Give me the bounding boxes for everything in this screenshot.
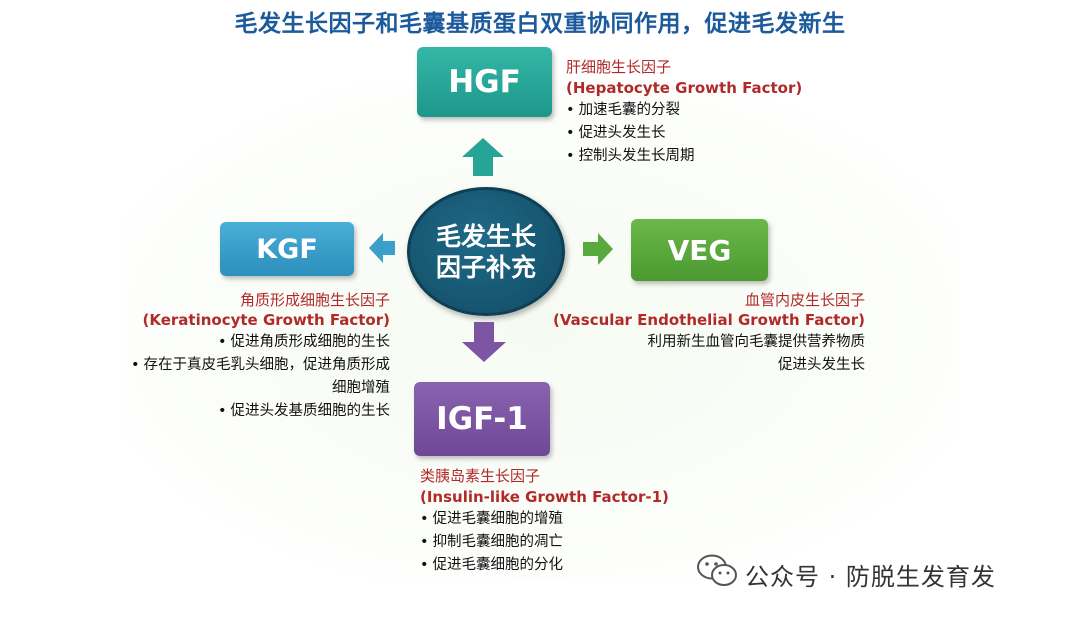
arrow-down-icon [462,322,506,362]
veg-name-en: (Vascular Endothelial Growth Factor) [553,311,865,329]
list-item: •促进毛囊细胞的增殖 [420,511,564,527]
hgf-name-en: (Hepatocyte Growth Factor) [566,79,803,97]
list-item: •促进毛囊细胞的分化 [420,557,564,573]
igf-name-en: (Insulin-like Growth Factor-1) [420,488,669,506]
center-line-1: 毛发生长 [435,221,536,251]
kgf-name-cn: 角质形成细胞生长因子 [239,291,390,309]
kgf-box: KGF [220,222,354,276]
wechat-icon [697,554,737,594]
list-item: •促进头发生长 [566,125,666,141]
watermark-text: 公众号 · 防脱生发育发 [745,562,996,591]
igf-bullet-list: •促进毛囊细胞的增殖 •抑制毛囊细胞的凋亡 •促进毛囊细胞的分化 [420,508,669,577]
list-item: •抑制毛囊细胞的凋亡 [420,534,564,550]
veg-name-cn: 血管内皮生长因子 [744,291,865,309]
veg-box: VEG [631,219,768,281]
list-item: •促进角质形成细胞的生长 [217,334,390,350]
hgf-description: 肝细胞生长因子 (Hepatocyte Growth Factor) •加速毛囊… [566,56,802,168]
kgf-bullet-list: •促进角质形成细胞的生长 •存在于真皮毛乳头细胞，促进角质形成 细胞增殖 •促进… [70,331,390,423]
arrow-up-icon [462,138,504,176]
hgf-bullet-list: •加速毛囊的分裂 •促进头发生长 •控制头发生长周期 [566,99,802,168]
kgf-name-en: (Keratinocyte Growth Factor) [142,311,391,329]
list-item: •促进头发基质细胞的生长 [217,403,390,419]
list-item: 细胞增殖 [332,380,390,396]
igf-box: IGF-1 [414,382,550,456]
center-node: 毛发生长 因子补充 [407,187,565,316]
page-title: 毛发生长因子和毛囊基质蛋白双重协同作用，促进毛发新生 [234,11,846,37]
hgf-name-cn: 肝细胞生长因子 [566,58,672,76]
veg-line-list: 利用新生血管向毛囊提供营养物质 促进头发生长 [540,331,866,377]
veg-description: 血管内皮生长因子 (Vascular Endothelial Growth Fa… [540,289,865,377]
igf-name-cn: 类胰岛素生长因子 [420,467,541,485]
hgf-box: HGF [417,47,552,117]
list-item: 促进头发生长 [778,357,865,373]
arrow-left-icon [369,233,395,263]
list-item: •控制头发生长周期 [566,148,695,164]
list-item: •存在于真皮毛乳头细胞，促进角质形成 [130,357,390,373]
kgf-description: 角质形成细胞生长因子 (Keratinocyte Growth Factor) … [70,289,390,423]
center-line-2: 因子补充 [435,252,536,282]
list-item: 利用新生血管向毛囊提供营养物质 [647,334,866,350]
watermark: 公众号 · 防脱生发育发 [697,554,996,594]
background-glow [120,80,960,580]
igf-description: 类胰岛素生长因子 (Insulin-like Growth Factor-1) … [420,465,669,577]
arrow-right-icon [583,233,613,265]
list-item: •加速毛囊的分裂 [566,102,681,118]
